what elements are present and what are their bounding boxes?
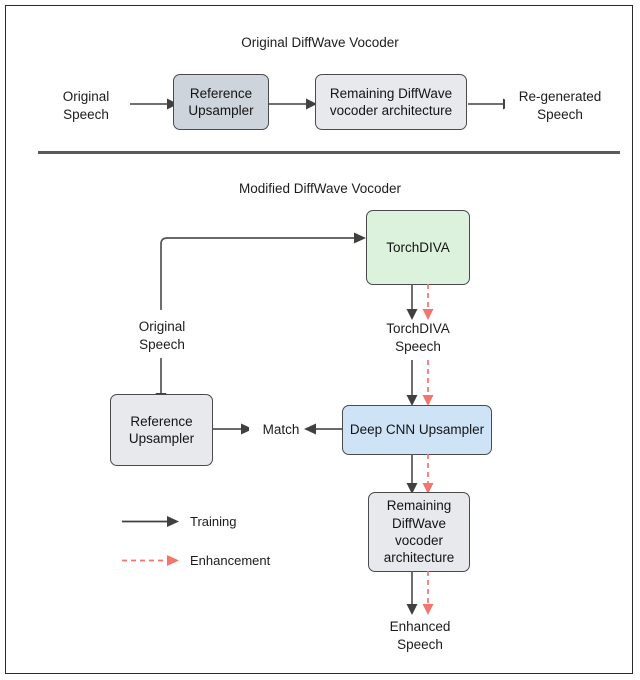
legend-label-enhancement: Enhancement [190,553,271,568]
node-remaining-diffwave-modified[interactable]: Remaining DiffWave vocoder architecture [368,492,470,572]
node-remaining-diffwave-original[interactable]: Remaining DiffWave vocoder architecture [315,74,467,130]
node-line-1: Remaining [386,498,452,514]
label-line-1: TorchDIVA [386,321,450,336]
label-regenerated-speech: Re-generated Speech [505,88,615,124]
edge-deep-cnn-upsampler-to-remaining-diffwave [406,454,434,494]
label-original-speech-top: Original Speech [36,88,136,124]
label-torchdiva-speech: TorchDIVA Speech [368,320,468,356]
legend-swatch-training [122,516,179,527]
edge-remaining-diffwave-to-enhanced-speech [406,571,434,615]
label-line-2: Speech [395,338,441,354]
edge-torchdiva-speech-to-deep-cnn-upsampler [406,360,434,406]
edge-torchdiva-to-torchdiva-speech [406,284,434,320]
node-label: TorchDIVA [386,239,450,255]
section-title-modified: Modified DiffWave Vocoder [238,181,402,196]
label-original-speech-modified: Original Speech [120,318,204,354]
section-divider [38,151,620,154]
node-torchdiva[interactable]: TorchDIVA [366,210,470,285]
label-line-2: Speech [139,336,185,352]
edge-original-speech-to-torchdiva [160,232,366,310]
label-match: Match [249,421,313,439]
node-line-4: architecture [383,550,455,566]
node-line-2: Upsampler [128,431,195,446]
edge-reference-upsampler-to-match [213,423,253,435]
node-deep-cnn-upsampler[interactable]: Deep CNN Upsampler [342,405,492,455]
label-enhanced-speech: Enhanced Speech [368,618,472,654]
node-reference-upsampler-original[interactable]: Reference Upsampler [173,74,269,130]
legend-label-training: Training [190,514,237,529]
node-line-3: vocoder [394,533,443,548]
label-line-1: Original [138,319,186,334]
label-line-2: Speech [537,106,583,122]
label-line-2: Speech [397,636,443,652]
edge-original-speech-to-reference-upsampler [130,98,178,110]
legend-swatch-enhancement [122,555,179,566]
node-line-1: Reference [130,413,193,429]
label-line-1: Re-generated [518,89,602,104]
node-line-2: DiffWave [391,515,446,531]
node-line-2: Upsampler [188,103,254,118]
label-line-2: Speech [63,106,109,122]
node-line-1: Remaining DiffWave [329,85,453,101]
label-line-1: Original [62,89,110,104]
section-title-original: Original DiffWave Vocoder [241,35,399,50]
edge-reference-upsampler-to-remaining-diffwave [269,98,317,110]
figure-border [5,5,633,674]
node-line-2: vocoder architecture [329,103,453,118]
label-line-1: Enhanced [389,619,451,634]
edge-deep-cnn-upsampler-to-match [304,423,343,435]
node-line-1: Reference [189,85,253,101]
node-reference-upsampler-modified[interactable]: Reference Upsampler [110,394,213,466]
node-label: Deep CNN Upsampler [349,422,485,438]
